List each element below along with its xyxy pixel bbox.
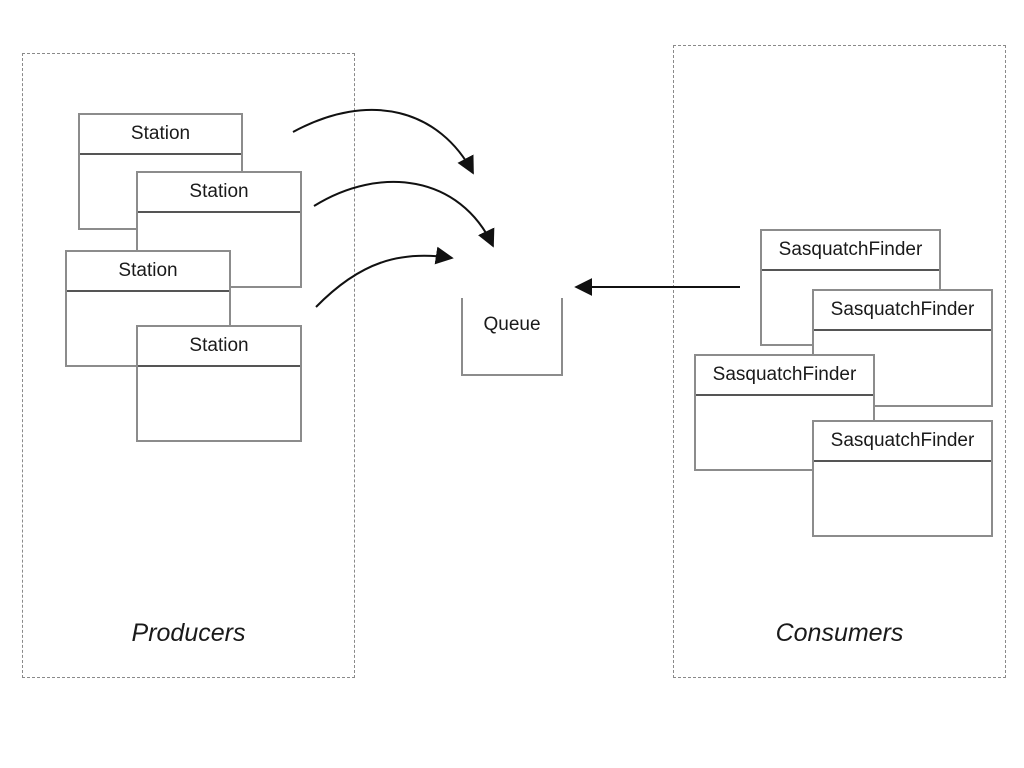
consumers-group: Consumers — [673, 45, 1006, 678]
station-title: Station — [80, 115, 241, 155]
queue-container: Queue — [461, 298, 563, 376]
sasquatch-finder-title: SasquatchFinder — [814, 291, 991, 331]
queue-label: Queue — [483, 314, 541, 335]
producer-arrow-1 — [292, 108, 474, 175]
producer-arrow-2 — [313, 180, 495, 248]
station-title: Station — [138, 327, 300, 367]
producer-arrow-3 — [315, 246, 454, 308]
sasquatch-finder-title: SasquatchFinder — [814, 422, 991, 462]
producers-group: Producers — [22, 53, 355, 678]
station-title: Station — [138, 173, 300, 213]
station-title: Station — [67, 252, 229, 292]
sasquatch-finder-title: SasquatchFinder — [762, 231, 939, 271]
producers-label: Producers — [131, 619, 246, 647]
sasquatch-finder-node: SasquatchFinder — [812, 420, 993, 537]
station-node: Station — [136, 325, 302, 442]
consumers-label: Consumers — [775, 619, 904, 647]
sasquatch-finder-title: SasquatchFinder — [696, 356, 873, 396]
